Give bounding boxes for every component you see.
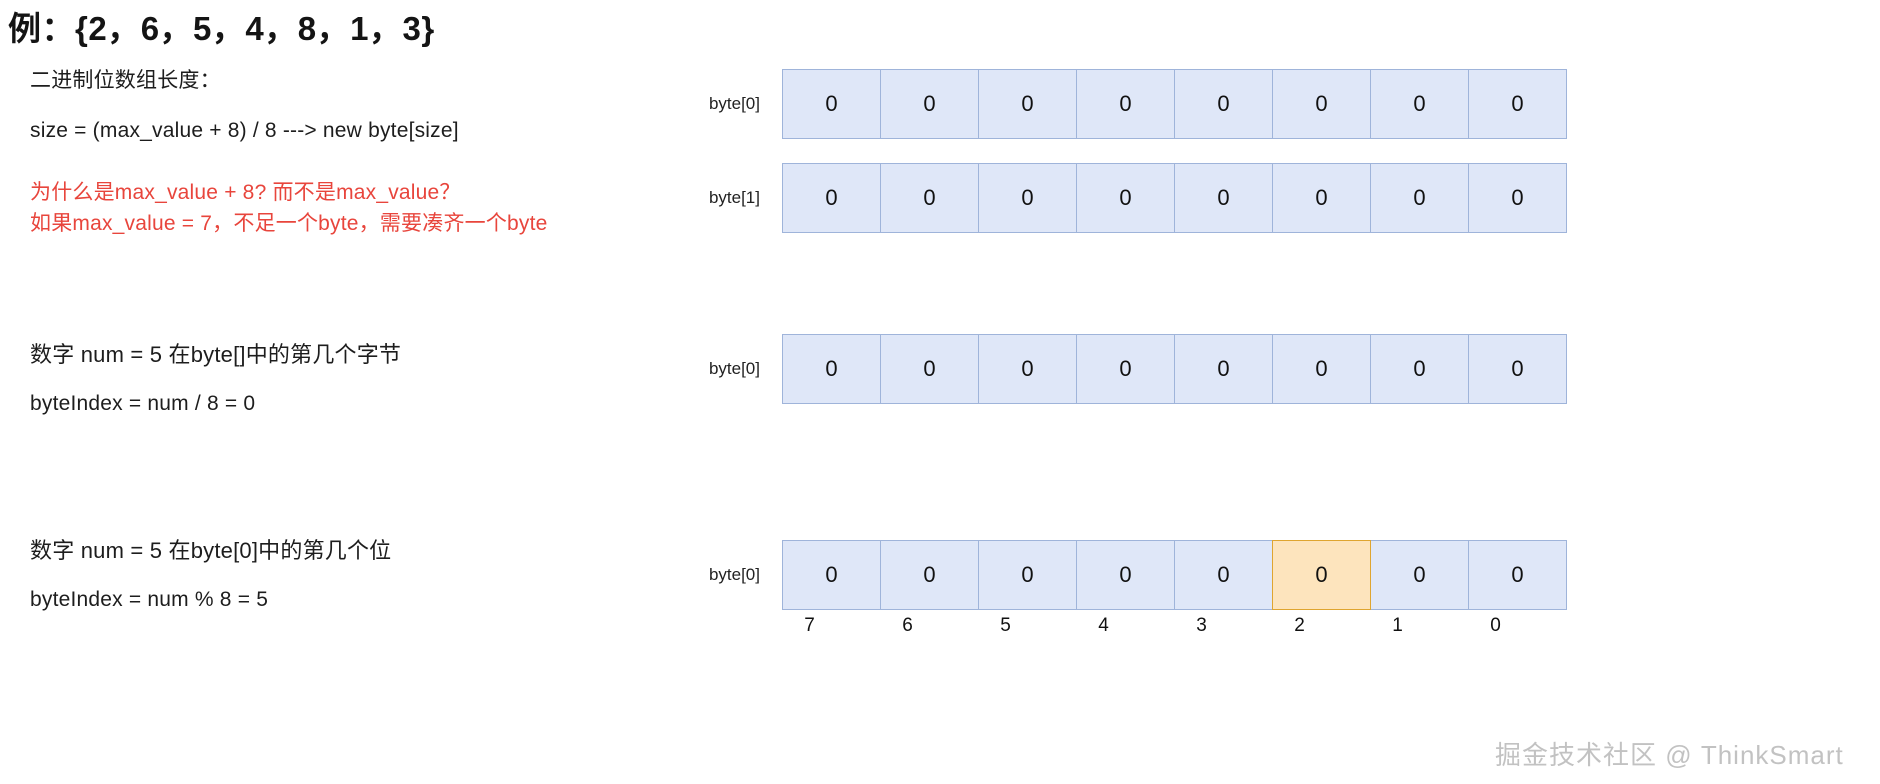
byte-cell: 0 [880,334,979,404]
byte-cell: 0 [782,334,881,404]
byte-cell: 0 [782,69,881,139]
byte-index-answer: byteIndex = num / 8 = 0 [30,392,256,415]
byte-cell: 0 [1174,334,1273,404]
byte-cell-highlighted: 0 [1272,540,1371,610]
byte-row-label: byte[0] [708,565,760,584]
watermark: 掘金技术社区 @ ThinkSmart [1495,740,1844,770]
byte-cell: 0 [978,163,1077,233]
byte-cell: 0 [1076,334,1175,404]
bit-index-tick: 5 [1000,615,1011,636]
byte-cell: 0 [1370,69,1469,139]
bit-index-tick: 0 [1490,615,1501,636]
byte-cell: 0 [1370,334,1469,404]
byte-cell: 0 [880,69,979,139]
bit-index-answer: byteIndex = num % 8 = 5 [30,588,269,611]
byte-cell: 0 [782,540,881,610]
byte-cell: 0 [1174,69,1273,139]
bit-index-question: 数字 num = 5 在byte[0]中的第几个位 [30,538,392,563]
byte-cell: 0 [978,69,1077,139]
byte-index-question: 数字 num = 5 在byte[]中的第几个字节 [30,342,402,367]
byte-cell: 0 [1468,69,1567,139]
byte-cell: 0 [1468,540,1567,610]
bit-index-tick: 6 [902,615,913,636]
byte-cell: 0 [1076,540,1175,610]
byte-cell: 0 [782,163,881,233]
byte-cell: 0 [1272,69,1371,139]
byte-row-label: byte[0] [708,359,760,378]
bit-index-tick: 1 [1392,615,1403,636]
bit-index-tick: 7 [804,615,815,636]
byte-cell: 0 [1076,163,1175,233]
size-formula: size = (max_value + 8) / 8 ---> new byte… [30,119,459,142]
byte-cell: 0 [880,540,979,610]
byte-row-label: byte[0] [708,94,760,113]
bit-index-tick: 4 [1098,615,1109,636]
byte-cell: 0 [1076,69,1175,139]
byte-cell: 0 [1370,540,1469,610]
binary-length-heading: 二进制位数组长度： [30,69,221,92]
bit-index-tick: 3 [1196,615,1207,636]
byte-row-label: byte[1] [708,188,760,207]
byte-cell: 0 [1174,163,1273,233]
page-title: 例：{2，6，5，4，8，1，3} [8,10,435,47]
note-line-2: 如果max_value = 7，不足一个byte，需要凑齐一个byte [30,212,548,235]
bit-index-ruler: 7 6 5 4 3 2 1 0 [760,615,1545,637]
note-line-1: 为什么是max_value + 8? 而不是max_value？ [30,181,461,204]
byte-cell: 0 [1272,163,1371,233]
byte-cell: 0 [1468,334,1567,404]
byte-cell: 0 [880,163,979,233]
byte-cell: 0 [1468,163,1567,233]
byte-cell: 0 [1370,163,1469,233]
byte-cell: 0 [1272,334,1371,404]
byte-cell: 0 [978,540,1077,610]
byte-cell: 0 [1174,540,1273,610]
byte-cell: 0 [978,334,1077,404]
bit-index-tick: 2 [1294,615,1305,636]
